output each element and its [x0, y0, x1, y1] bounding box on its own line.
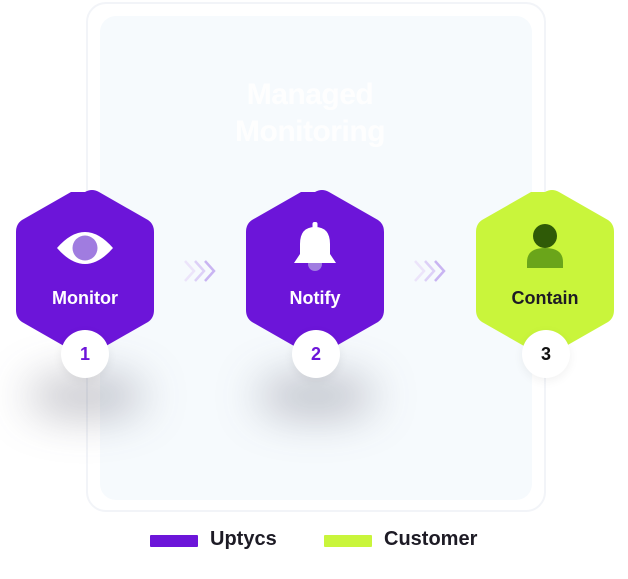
bell-icon: [294, 222, 336, 271]
step-label: Monitor: [52, 288, 118, 308]
step-contain: Contain: [472, 188, 618, 354]
legend-label: Customer: [384, 528, 478, 550]
step-label: Notify: [289, 288, 341, 308]
chevron-arrows-icon: [184, 260, 216, 282]
step-notify: Notify: [242, 188, 388, 354]
legend-label: Uptycs: [210, 528, 277, 550]
hexagon-shape: [16, 190, 154, 352]
eye-icon: [57, 232, 113, 264]
step-monitor: Monitor: [12, 188, 158, 354]
legend-swatch-customer: [324, 535, 372, 547]
step-number-badge: 1: [61, 330, 109, 378]
step-2-shadow: [256, 376, 376, 416]
step-number-badge: 2: [292, 330, 340, 378]
person-icon: [527, 224, 563, 268]
chevron-arrows-icon: [414, 260, 446, 282]
panel-title-line-1: Managed: [246, 78, 374, 111]
step-number-badge: 3: [522, 330, 570, 378]
step-1-shadow: [26, 376, 146, 416]
hexagon-shape: [476, 190, 614, 352]
panel-title: Managed Monitoring: [200, 76, 420, 150]
legend-swatch-uptycs: [150, 535, 198, 547]
legend: Uptycs Customer: [0, 527, 628, 555]
step-label: Contain: [511, 288, 579, 308]
panel-title-line-2: Monitoring: [235, 115, 385, 148]
